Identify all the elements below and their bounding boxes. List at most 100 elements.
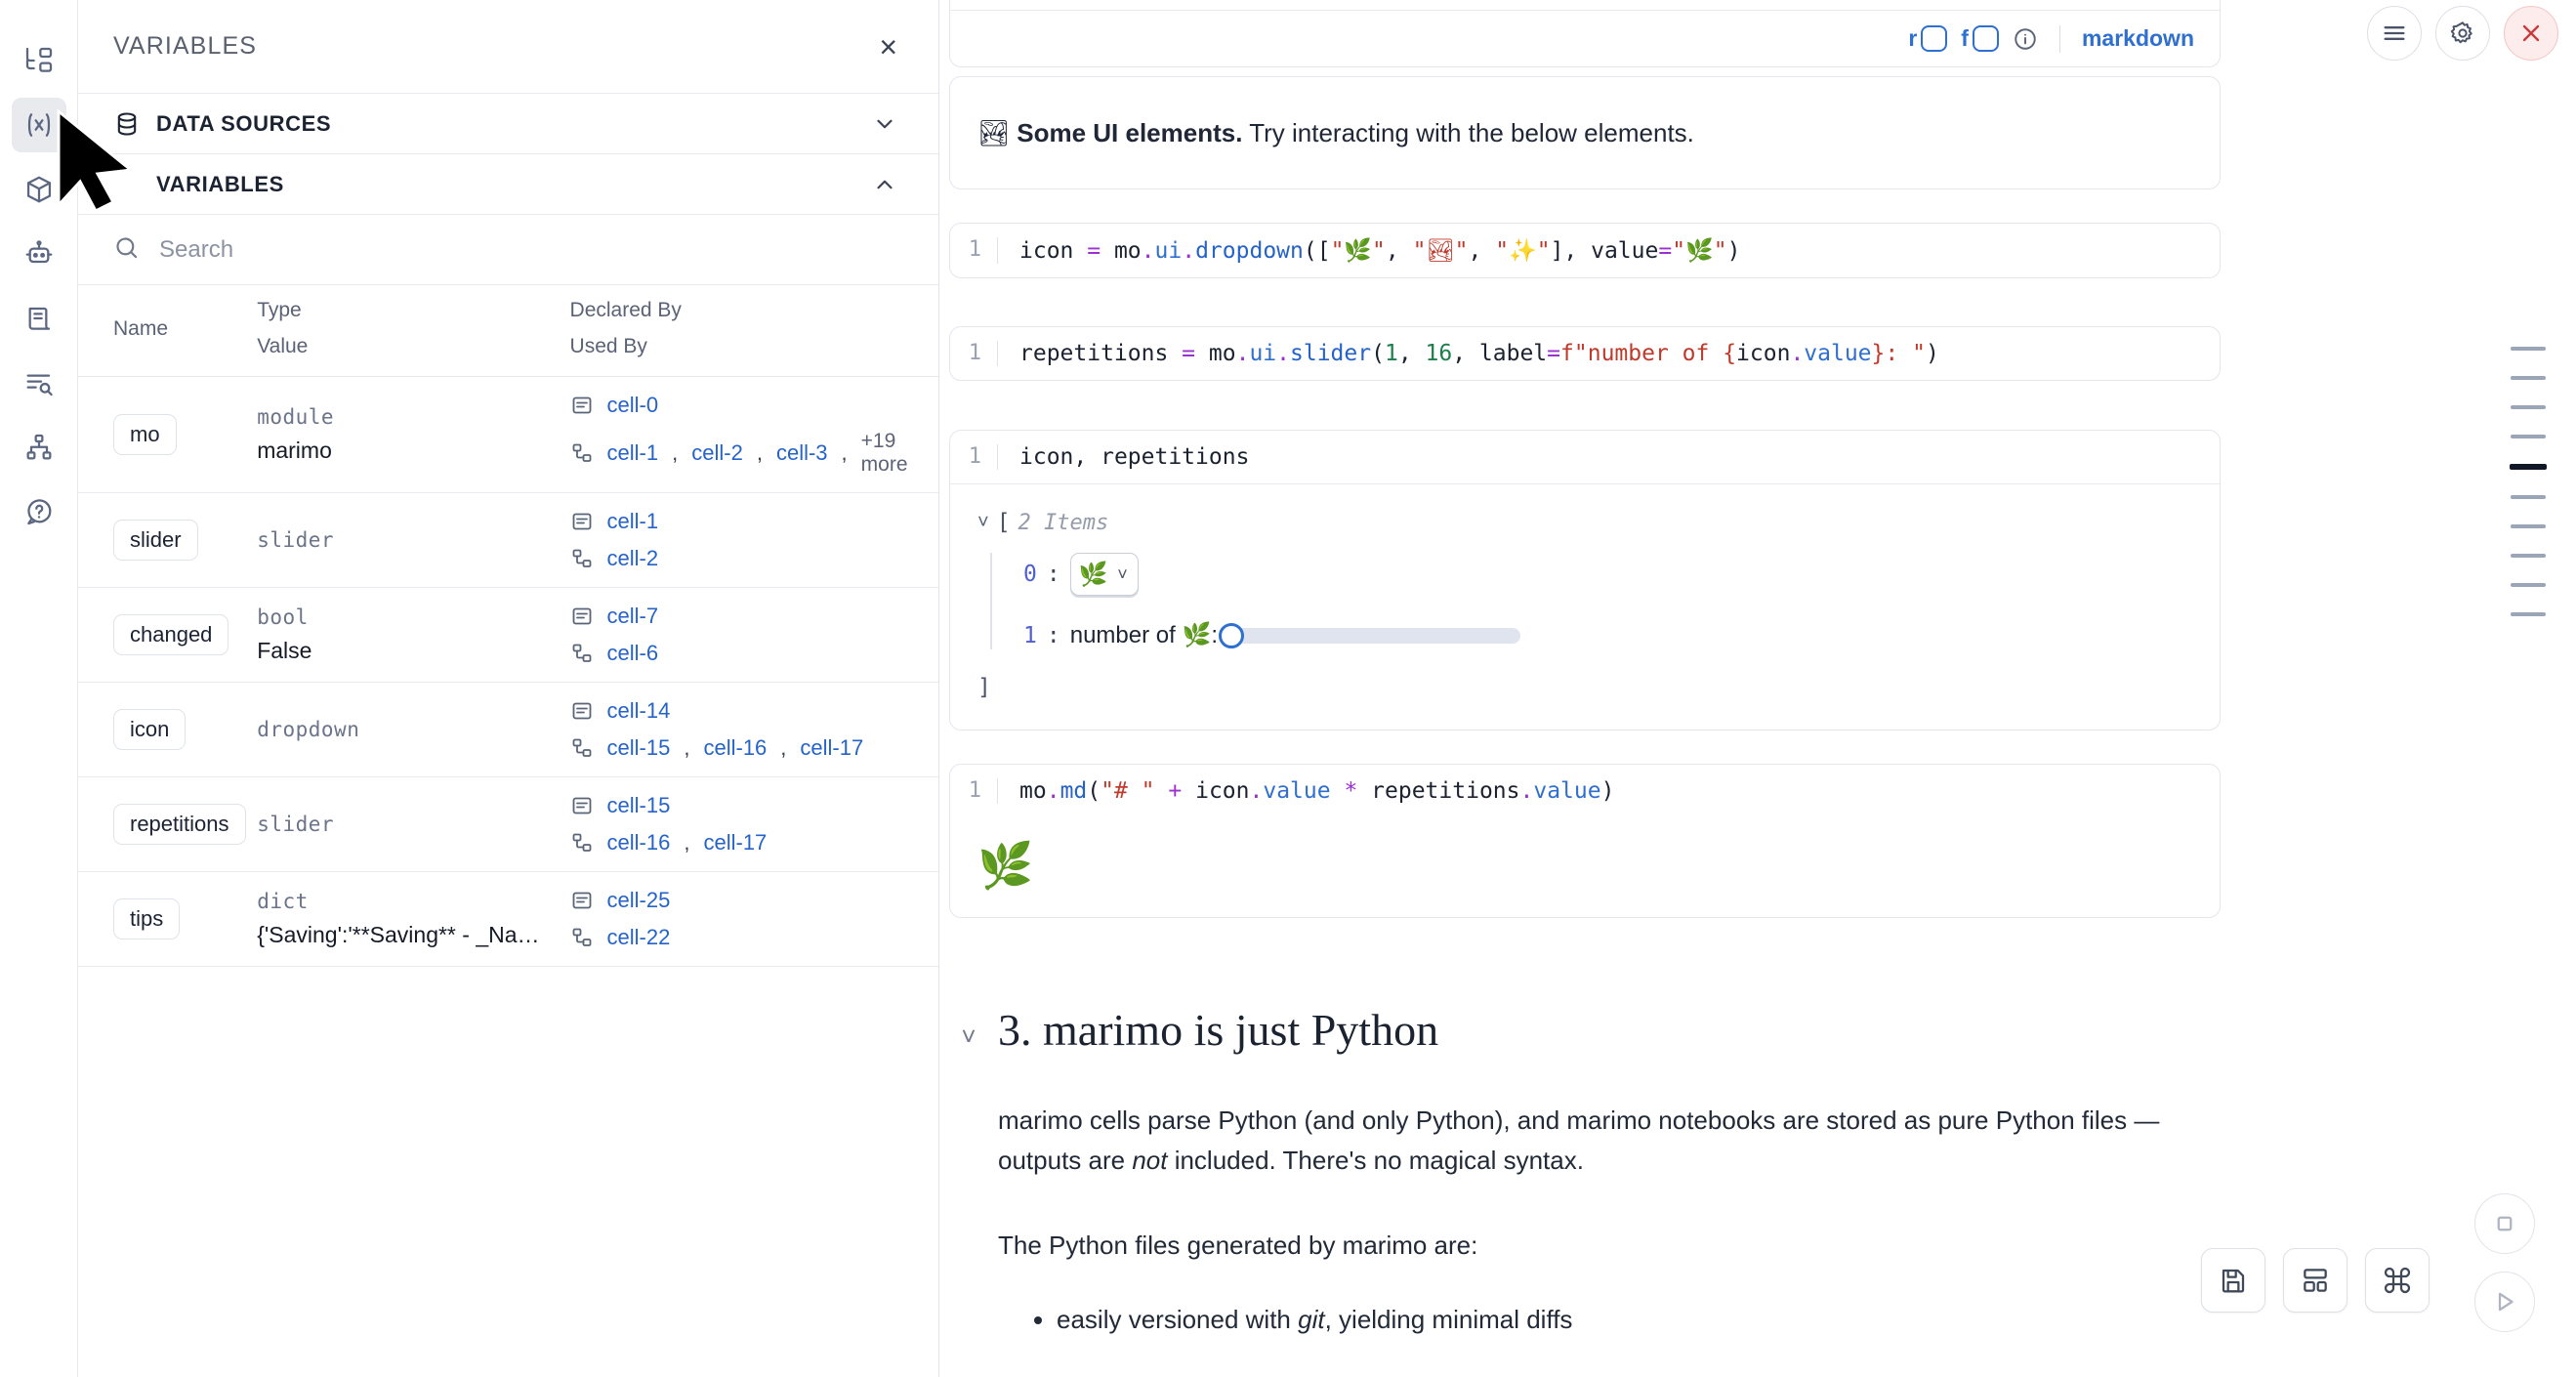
minimap-dash[interactable]: [2511, 583, 2546, 587]
cell-link[interactable]: cell-17: [800, 735, 864, 760]
collapse-caret-section3[interactable]: ˅: [961, 1022, 976, 1051]
toolbar-r-toggle[interactable]: [1921, 25, 1948, 52]
cell-link[interactable]: cell-16: [606, 830, 671, 855]
toolbar-f-toggle[interactable]: [1972, 25, 1999, 52]
code-token: [1357, 778, 1371, 804]
code-text[interactable]: mo.md("# " + icon.value * repetitions.va…: [997, 778, 2220, 804]
variable-type: dropdown: [257, 718, 360, 741]
dependency-graph-icon[interactable]: [12, 420, 66, 475]
minimap-dash[interactable]: [2511, 435, 2546, 438]
command-icon[interactable]: [2365, 1248, 2430, 1313]
col-header-declared-by[interactable]: Declared By Used By: [561, 285, 938, 377]
minimap-dash[interactable]: [2511, 612, 2546, 616]
code-token: *: [1344, 778, 1358, 804]
cell-link[interactable]: cell-16: [703, 735, 768, 760]
list-item: easily versioned with git, yielding mini…: [1057, 1305, 2189, 1335]
code-cell-dropdown[interactable]: 1 icon = mo.ui.dropdown(["🌿", "🏞", "✨"],…: [949, 223, 2221, 278]
minimap-dash[interactable]: [2511, 524, 2546, 528]
variable-name-chip[interactable]: mo: [113, 414, 177, 455]
language-label[interactable]: markdown: [2081, 25, 2194, 51]
gear-icon[interactable]: [2435, 6, 2490, 61]
cell-link[interactable]: cell-7: [606, 604, 659, 628]
notebook-minimap-scrollbar[interactable]: [2510, 347, 2547, 616]
minimap-dash[interactable]: [2511, 554, 2546, 558]
save-icon[interactable]: [2201, 1248, 2265, 1313]
code-token: ([: [1303, 238, 1331, 264]
chevron-down-icon: ˅: [1117, 563, 1128, 584]
variable-name-chip[interactable]: icon: [113, 709, 187, 750]
section-variables[interactable]: VARIABLES: [78, 154, 938, 215]
code-text[interactable]: repetitions = mo.ui.slider(1, 16, label=…: [997, 341, 2220, 366]
cell-link[interactable]: cell-15: [606, 793, 671, 817]
cell-link[interactable]: cell-2: [606, 546, 659, 570]
col-header-type[interactable]: Type Value: [249, 285, 562, 377]
declared-by-line: cell-14: [570, 698, 931, 724]
cell-link[interactable]: cell-15: [606, 735, 671, 760]
info-icon[interactable]: [2013, 26, 2038, 52]
scratchpad-icon[interactable]: [12, 291, 66, 346]
chevron-down-icon[interactable]: ˅: [977, 511, 989, 533]
help-icon[interactable]: [12, 484, 66, 539]
cell-link[interactable]: cell-0: [606, 393, 659, 417]
chevron-up-icon[interactable]: [872, 172, 897, 197]
robot-icon[interactable]: [12, 227, 66, 281]
code-cell-md[interactable]: 1 mo.md("# " + icon.value * repetitions.…: [949, 764, 2221, 918]
used-by-more-label[interactable]: +19 more: [860, 430, 908, 476]
cell-menu-icon[interactable]: [2367, 6, 2422, 61]
code-token: ,: [1073, 444, 1101, 470]
cell-link[interactable]: cell-22: [606, 925, 671, 949]
minimap-dash[interactable]: [2511, 376, 2546, 380]
package-cube-icon[interactable]: [12, 162, 66, 217]
section-data-sources[interactable]: DATA SOURCES: [78, 94, 938, 154]
icon-dropdown[interactable]: 🌿 ˅: [1069, 553, 1139, 596]
json-array-header[interactable]: ˅ [ 2 Items: [977, 510, 2220, 535]
slider-track[interactable]: [1219, 622, 1520, 648]
cell-link[interactable]: cell-14: [606, 698, 671, 723]
file-tree-icon[interactable]: [12, 33, 66, 88]
cell-link[interactable]: cell-3: [775, 440, 828, 465]
code-text[interactable]: icon = mo.ui.dropdown(["🌿", "🏞", "✨"], v…: [997, 237, 2220, 264]
variable-name-chip[interactable]: repetitions: [113, 804, 246, 845]
chevron-down-icon[interactable]: [872, 111, 897, 137]
variable-type: bool: [257, 605, 309, 629]
logs-search-icon[interactable]: [12, 355, 66, 410]
cell-link[interactable]: cell-1: [606, 440, 659, 465]
col-header-name[interactable]: Name: [78, 285, 250, 377]
code-cell-ui-elements[interactable]: 1 icon, repetitions ˅ [ 2 Items 0: 🌿: [949, 430, 2221, 730]
stop-icon[interactable]: [2474, 1193, 2535, 1254]
markdown-output-cell[interactable]: 🏞 Some UI elements. Try interacting with…: [949, 76, 2221, 189]
minimap-dash[interactable]: [2511, 495, 2546, 499]
code-token: mo: [1195, 341, 1236, 366]
slider-thumb[interactable]: [1219, 622, 1244, 648]
markdown-source-cell[interactable]: 1 """🏞 Some UI elements.""" Try interact…: [949, 0, 2221, 67]
run-icon[interactable]: [2474, 1272, 2535, 1332]
declared-by-icon: [570, 699, 594, 723]
minimap-dash[interactable]: [2510, 464, 2547, 470]
variable-name-chip[interactable]: tips: [113, 898, 181, 939]
variable-name-chip[interactable]: changed: [113, 614, 229, 655]
variable-name-chip[interactable]: slider: [113, 520, 198, 561]
variables-icon[interactable]: [11, 98, 66, 152]
code-cell-slider[interactable]: 1 repetitions = mo.ui.slider(1, 16, labe…: [949, 326, 2221, 381]
cell-link[interactable]: cell-17: [703, 830, 768, 855]
variable-type: slider: [257, 813, 335, 836]
cell-link[interactable]: cell-6: [606, 641, 659, 665]
layout-icon[interactable]: [2283, 1248, 2347, 1313]
cell-link[interactable]: cell-2: [691, 440, 743, 465]
repetitions-slider[interactable]: number of 🌿:: [1070, 621, 1520, 649]
cell-link[interactable]: cell-1: [606, 509, 659, 533]
search-input[interactable]: [157, 234, 899, 265]
close-icon[interactable]: ×: [879, 28, 897, 64]
close-icon[interactable]: [2504, 6, 2558, 61]
code-text[interactable]: icon, repetitions: [997, 444, 2220, 470]
variable-name-cell: mo: [78, 376, 250, 493]
cell-link[interactable]: cell-25: [606, 888, 671, 912]
minimap-dash[interactable]: [2511, 347, 2546, 351]
minimap-dash[interactable]: [2511, 405, 2546, 409]
